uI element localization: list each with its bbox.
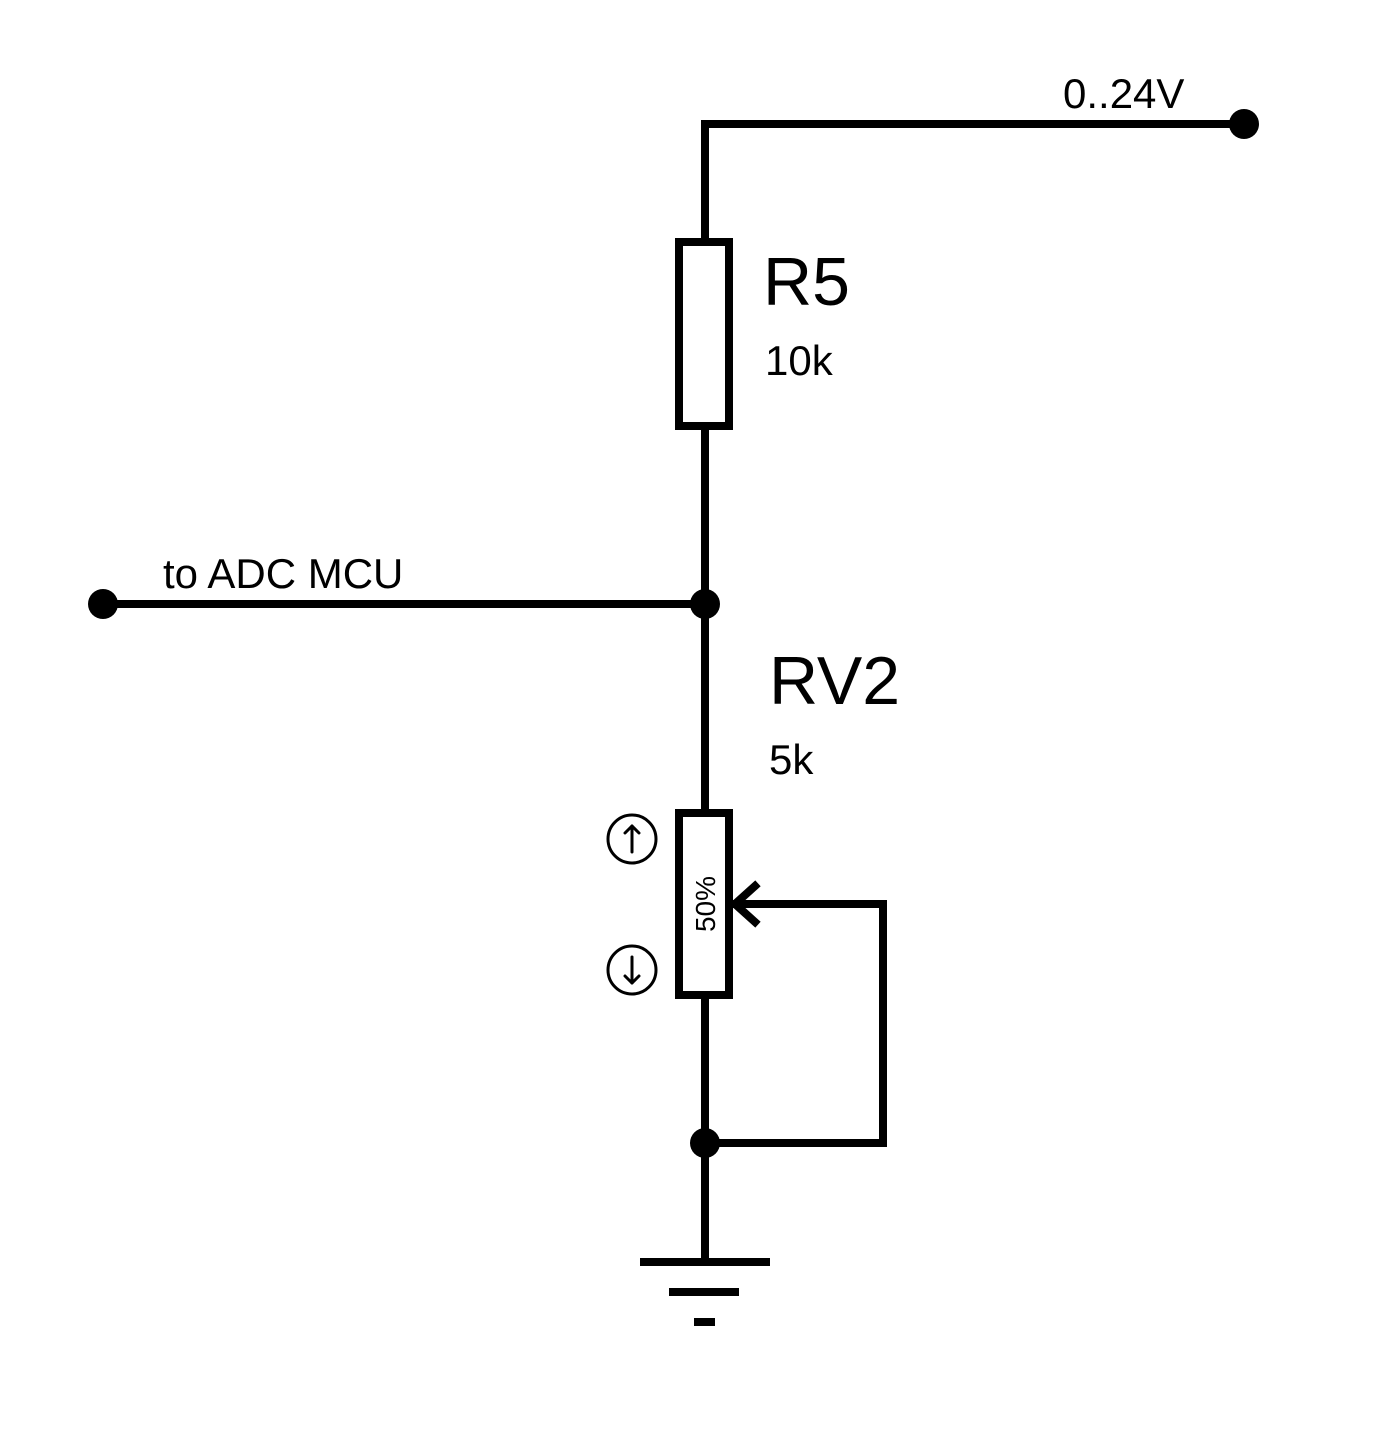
ground-junction-dot [690, 1128, 720, 1158]
up-arrow-circle-icon[interactable] [606, 813, 658, 865]
ground-icon [640, 1258, 770, 1326]
supply-terminal[interactable] [1229, 109, 1259, 139]
r5-reference: R5 [763, 244, 850, 320]
rv2-reference: RV2 [769, 643, 900, 719]
adc-junction-dot [690, 589, 720, 619]
r5-resistor-body [675, 238, 733, 430]
rv2-setting: 50% [690, 876, 721, 932]
supply-wire [701, 120, 1248, 246]
rv2-value: 5k [769, 736, 814, 783]
rv2-wiper-arrowhead [729, 880, 761, 928]
down-arrow-circle-icon[interactable] [606, 944, 658, 996]
adc-terminal[interactable] [88, 589, 118, 619]
r5-value: 10k [765, 337, 834, 384]
supply-label: 0..24V [1063, 70, 1184, 117]
adc-label: to ADC MCU [163, 550, 403, 597]
rv2-wiper-wire [701, 900, 887, 1147]
